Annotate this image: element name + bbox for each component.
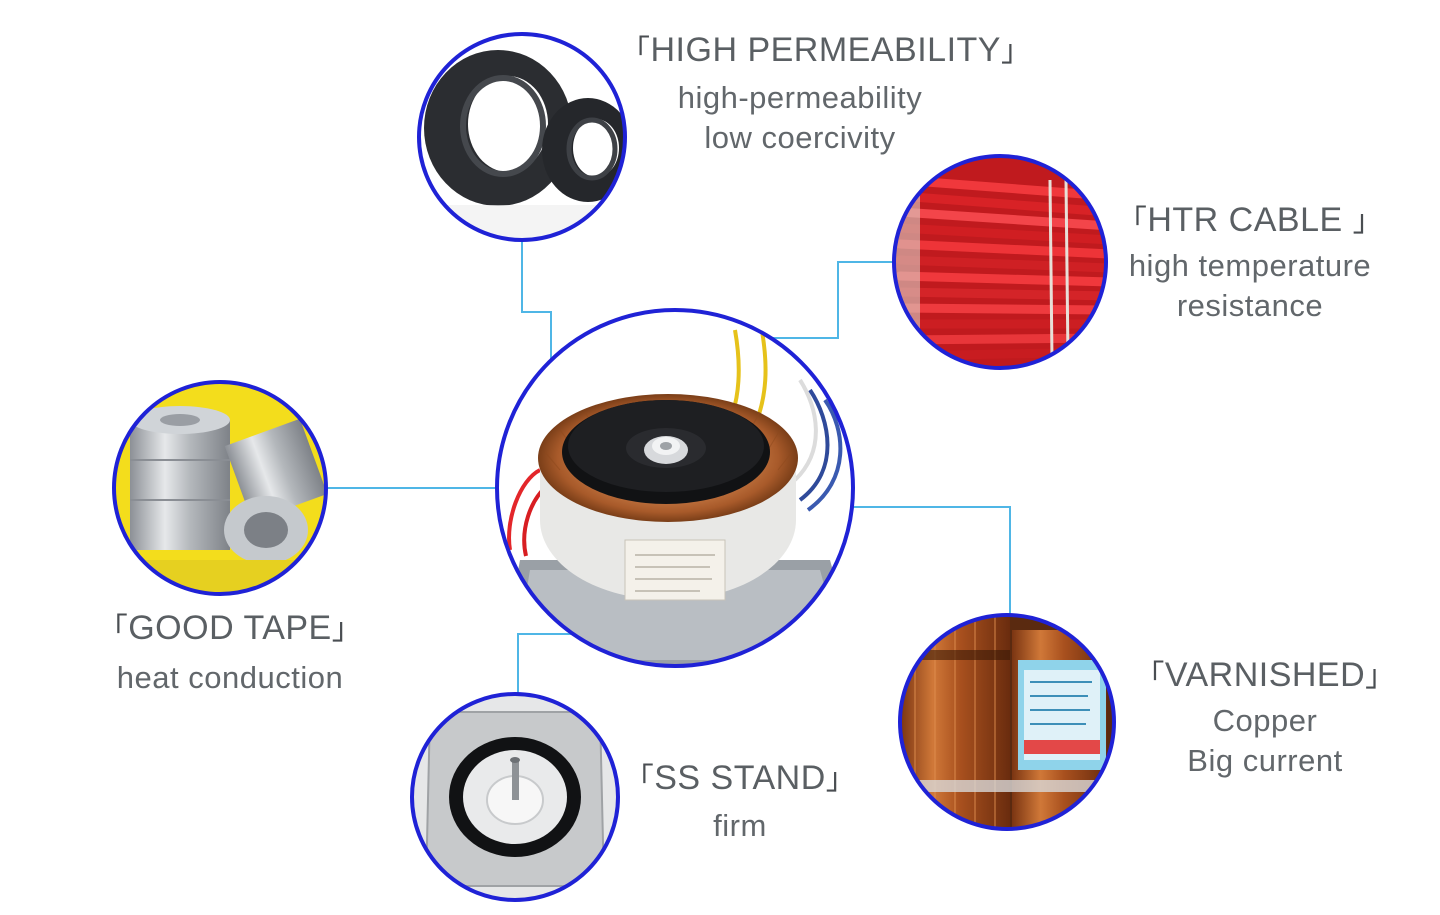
label-cable: 「HTR CABLE 」 high temperature resistance [1100,200,1400,326]
open-bracket: 「 [620,35,651,68]
stand-line-1: firm [713,808,767,843]
varnished-line-1: Copper [1212,703,1318,738]
tape-line-1: heat conduction [116,660,344,695]
stand-title-line: 「SS STAND」 [620,758,860,800]
permeability-line-2: low coercivity [704,120,896,155]
tape-title: GOOD TAPE [128,609,332,647]
label-permeability: 「HIGH PERMEABILITY」 high-permeability lo… [620,30,1031,158]
open-bracket: 「 [1134,660,1165,693]
cable-line-2: resistance [1176,288,1324,323]
open-bracket: 「 [97,613,129,646]
varnished-title: VARNISHED [1164,656,1366,694]
cable-title: HTR CABLE [1147,201,1353,239]
tape-title-line: 「GOOD TAPE」 [85,608,375,650]
close-bracket: 」 [331,613,363,646]
copper-wire-spools-icon [898,613,1116,831]
close-bracket: 」 [1352,205,1384,238]
permeability-title-line: 「HIGH PERMEABILITY」 [620,30,1031,72]
permeability-line-1: high-permeability [677,80,923,115]
label-varnished: 「VARNISHED」 Copper Big current [1130,655,1400,781]
varnished-line-2: Big current [1187,743,1343,778]
toroidal-transformer-icon [495,308,855,668]
permeability-title: HIGH PERMEABILITY [650,31,1001,69]
open-bracket: 「 [1116,205,1148,238]
connector-varnished [778,506,1011,615]
cable-line-1: high temperature [1128,248,1372,283]
close-bracket: 」 [825,763,857,796]
label-stand: 「SS STAND」 firm [620,758,860,846]
red-cable-bundle-icon [892,154,1108,370]
close-bracket: 」 [1000,35,1032,68]
magnetic-core-rings-icon [417,32,627,242]
close-bracket: 」 [1365,660,1396,693]
connector-cable [762,261,894,339]
label-tape: 「GOOD TAPE」 heat conduction [85,608,375,698]
varnished-title-line: 「VARNISHED」 [1130,655,1400,697]
stand-title: SS STAND [654,759,826,797]
open-bracket: 「 [623,763,655,796]
steel-stand-plate-icon [410,692,620,902]
cable-title-line: 「HTR CABLE 」 [1100,200,1400,242]
aluminum-tape-rolls-icon [112,380,328,596]
